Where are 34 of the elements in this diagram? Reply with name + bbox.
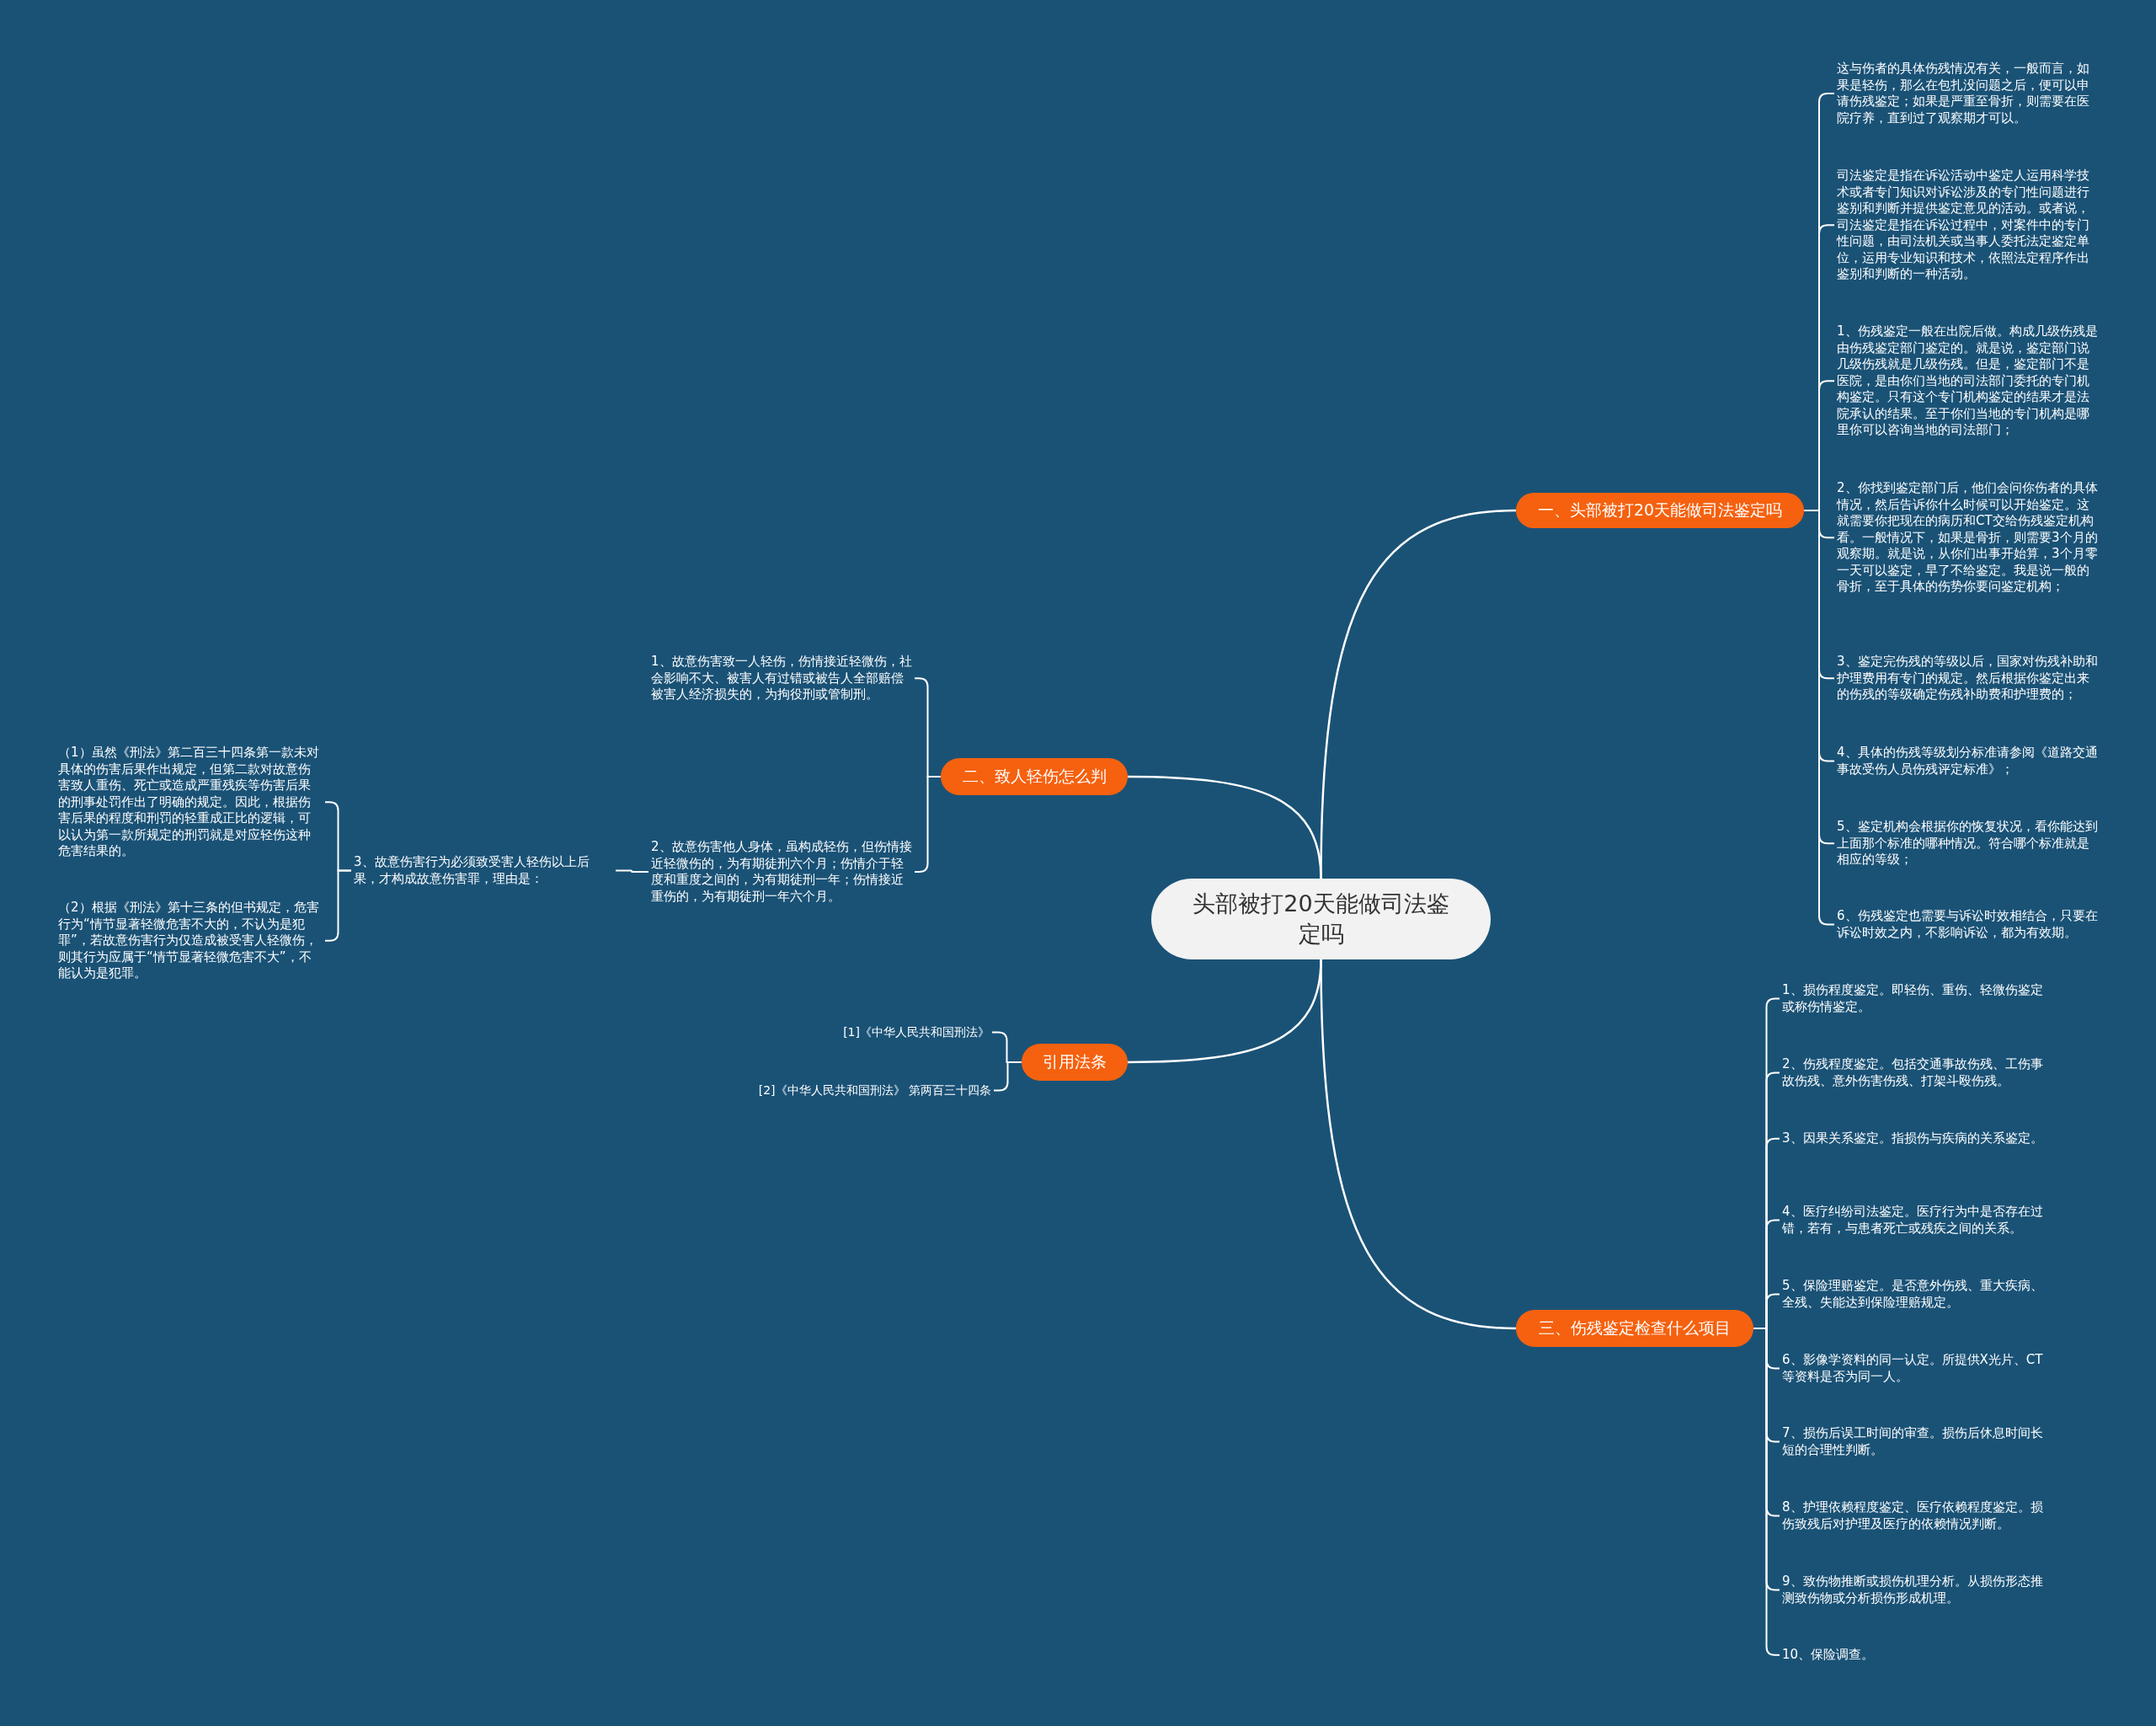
note-text: 司法鉴定是指在诉讼活动中鉴定人运用科学技术或者专门知识对诉讼涉及的专门性问题进行鉴别和判断并提供鉴定意见的活动。或者说，司法鉴定是指在诉讼过程中，对案件中的专门性问题，由司法机关或当事人委托法定鉴定单位，运用专业知识和技术，依照法定程序作出鉴别和判断的一种活动。 [1834,168,2102,283]
note-text: 3、因果关系鉴定。指损伤与疾病的关系鉴定。 [1780,1130,2046,1147]
note-text: （2）根据《刑法》第十三条的但书规定，危害行为“情节显著轻微危害不大的，不认为是犯罪”，若故意伤害行为仅造成被受害人轻微伤，则其行为应属于“情节显著轻微危害不大”，不能认为是犯罪。 [56,900,325,982]
branch-topic: 一、头部被打20天能做司法鉴定吗 [1516,493,1804,528]
citation-text: [2]《中华人民共和国刑法》 第两百三十四条 [755,1082,994,1098]
note-text: 6、伤残鉴定也需要与诉讼时效相结合，只要在诉讼时效之内，不影响诉讼，都为有效期。 [1834,908,2102,941]
central-topic: 头部被打20天能做司法鉴定吗 [1151,879,1491,959]
note-text: 1、故意伤害致一人轻伤，伤情接近轻微伤，社会影响不大、被害人有过错或被告人全部赔偿被害人经济损失的，为拘役刑或管制刑。 [648,654,915,703]
note-text: 3、故意伤害行为必须致受害人轻伤以上后果，才构成故意伤害罪，理由是： [351,854,616,887]
note-text: 3、鉴定完伤残的等级以后，国家对伤残补助和护理费用有专门的规定。然后根据你鉴定出来的伤残的等级确定伤残补助费和护理费的； [1834,654,2102,703]
connector-line [615,869,649,873]
note-text: 2、你找到鉴定部门后，他们会问你伤者的具体情况，然后告诉你什么时候可以开始鉴定。这就需要你把现在的病历和CT交给伤残鉴定机构看。一般情况下，如果是骨折，则需要3个月的观察期。就是说，从你们出事开始算，3个月零一天可以鉴定，早了不给鉴定。我是说一般的骨折，至于具体的伤势你要问鉴定机构； [1834,480,2102,596]
note-text: 4、医疗纠纷司法鉴定。医疗行为中是否存在过错，若有，与患者死亡或残疾之间的关系。 [1780,1204,2047,1237]
note-text: 8、护理依赖程度鉴定、医疗依赖程度鉴定。损伤致残后对护理及医疗的依赖情况判断。 [1780,1499,2047,1532]
branch-topic: 引用法条 [1022,1044,1128,1081]
note-text: 6、影像学资料的同一认定。所提供X光片、CT等资料是否为同一人。 [1780,1352,2047,1385]
citation-text: [1]《中华人民共和国刑法》 [841,1024,992,1040]
note-text: 1、损伤程度鉴定。即轻伤、重伤、轻微伤鉴定或称伤情鉴定。 [1780,982,2047,1015]
note-text: 1、伤残鉴定一般在出院后做。构成几级伤残是由伤残鉴定部门鉴定的。就是说，鉴定部门说几级伤残就是几级伤残。但是，鉴定部门不是医院，是由你们当地的司法部门委托的专门机构鉴定。只有这个专门机构鉴定的结果才是法院承认的结果。至于你们当地的专门机构是哪里你可以咨询当地的司法部门； [1834,323,2102,439]
note-text: 2、伤残程度鉴定。包括交通事故伤残、工伤事故伤残、意外伤害伤残、打架斗殴伤残。 [1780,1056,2047,1089]
note-text: 4、具体的伤残等级划分标准请参阅《道路交通事故受伤人员伤残评定标准》； [1834,745,2102,778]
note-text: （1）虽然《刑法》第二百三十四条第一款未对具体的伤害后果作出规定，但第二款对故意伤害致人重伤、死亡或造成严重残疾等伤害后果的刑事处罚作出了明确的规定。因此，根据伤害后果的程度和刑罚的轻重成正比的逻辑，可以认为第一款所规定的刑罚就是对应轻伤这种危害结果的。 [56,745,325,860]
note-text: 这与伤者的具体伤残情况有关，一般而言，如果是轻伤，那么在包扎没问题之后，便可以申请伤残鉴定；如果是严重至骨折，则需要在医院疗养，直到过了观察期才可以。 [1834,61,2102,126]
connector-line [993,1061,1022,1092]
note-text: 10、保险调查。 [1780,1647,1877,1664]
note-text: 2、故意伤害他人身体，虽构成轻伤，但伤情接近轻微伤的，为有期徒刑六个月；伤情介于轻度和重度之间的，为有期徒刑一年；伤情接近重伤的，为有期徒刑一年六个月。 [648,839,915,905]
branch-curve [1320,959,1517,1330]
branch-topic: 二、致人轻伤怎么判 [941,758,1128,795]
note-text: 5、鉴定机构会根据你的恢复状况，看你能达到上面那个标准的哪种情况。符合哪个标准就是相应的等级； [1834,819,2102,868]
note-text: 7、损伤后误工时间的审查。损伤后休息时间长短的合理性判断。 [1780,1425,2047,1458]
note-text: 9、致伤物推断或损伤机理分析。从损伤形态推测致伤物或分析损伤形成机理。 [1780,1574,2047,1606]
branch-curve [1127,775,1322,879]
note-text: 5、保险理赔鉴定。是否意外伤残、重大疾病、全残、失能达到保险理赔规定。 [1780,1278,2047,1311]
branch-topic: 三、伤残鉴定检查什么项目 [1516,1310,1753,1347]
